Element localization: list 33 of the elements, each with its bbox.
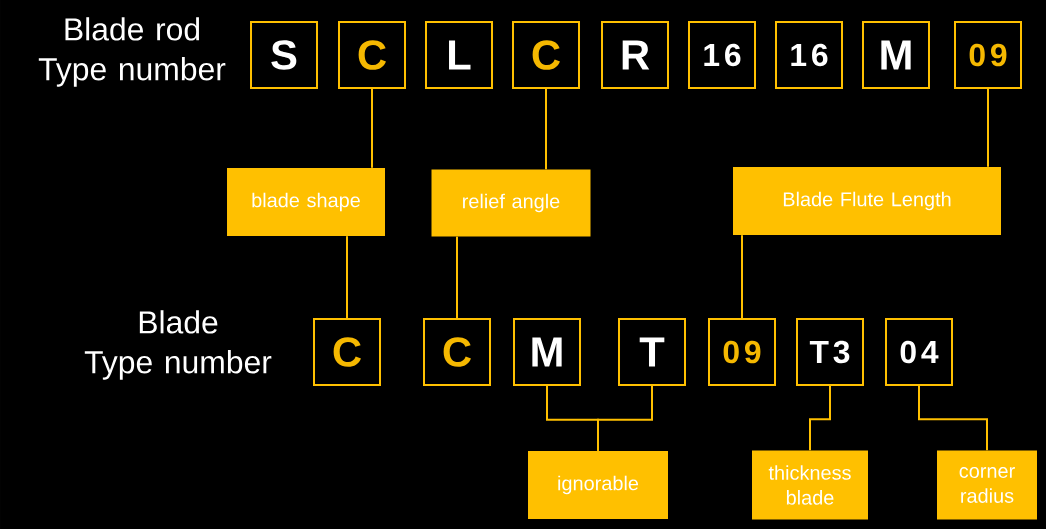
code-letter-box: T3 [796, 318, 864, 386]
label-box: Blade Flute Length [733, 167, 1001, 235]
code-letter-box: S [250, 21, 318, 89]
code-letter-box: M [862, 21, 930, 89]
row-heading: Blade rod Type number [38, 17, 226, 87]
connector-line [346, 235, 348, 319]
label-box: corner radius [937, 450, 1037, 520]
row-heading: Blade Type number [84, 310, 272, 380]
connector-line [918, 385, 988, 452]
code-letter-box: T [618, 318, 686, 386]
code-letter-box: 09 [954, 21, 1022, 89]
code-letter-box: 09 [708, 318, 776, 386]
label-box: ignorable [528, 451, 668, 519]
connector-line [987, 88, 989, 168]
label-box: relief angle [431, 169, 591, 237]
code-letter-box: L [425, 21, 493, 89]
connector-line [741, 234, 743, 319]
connector-line [809, 385, 831, 452]
connector-line [597, 385, 653, 452]
code-letter-box: C [423, 318, 491, 386]
code-letter-box: C [313, 318, 381, 386]
code-letter-box: 16 [688, 21, 756, 89]
label-box: thickness blade [752, 450, 868, 520]
connector-line [456, 235, 458, 319]
code-letter-box: C [512, 21, 580, 89]
code-letter-box: 04 [885, 318, 953, 386]
connector-line [545, 88, 547, 171]
code-letter-box: 16 [775, 21, 843, 89]
code-letter-box: M [513, 318, 581, 386]
connector-line [371, 88, 373, 169]
label-box: blade shape [227, 168, 385, 236]
code-letter-box: C [338, 21, 406, 89]
code-letter-box: R [601, 21, 669, 89]
